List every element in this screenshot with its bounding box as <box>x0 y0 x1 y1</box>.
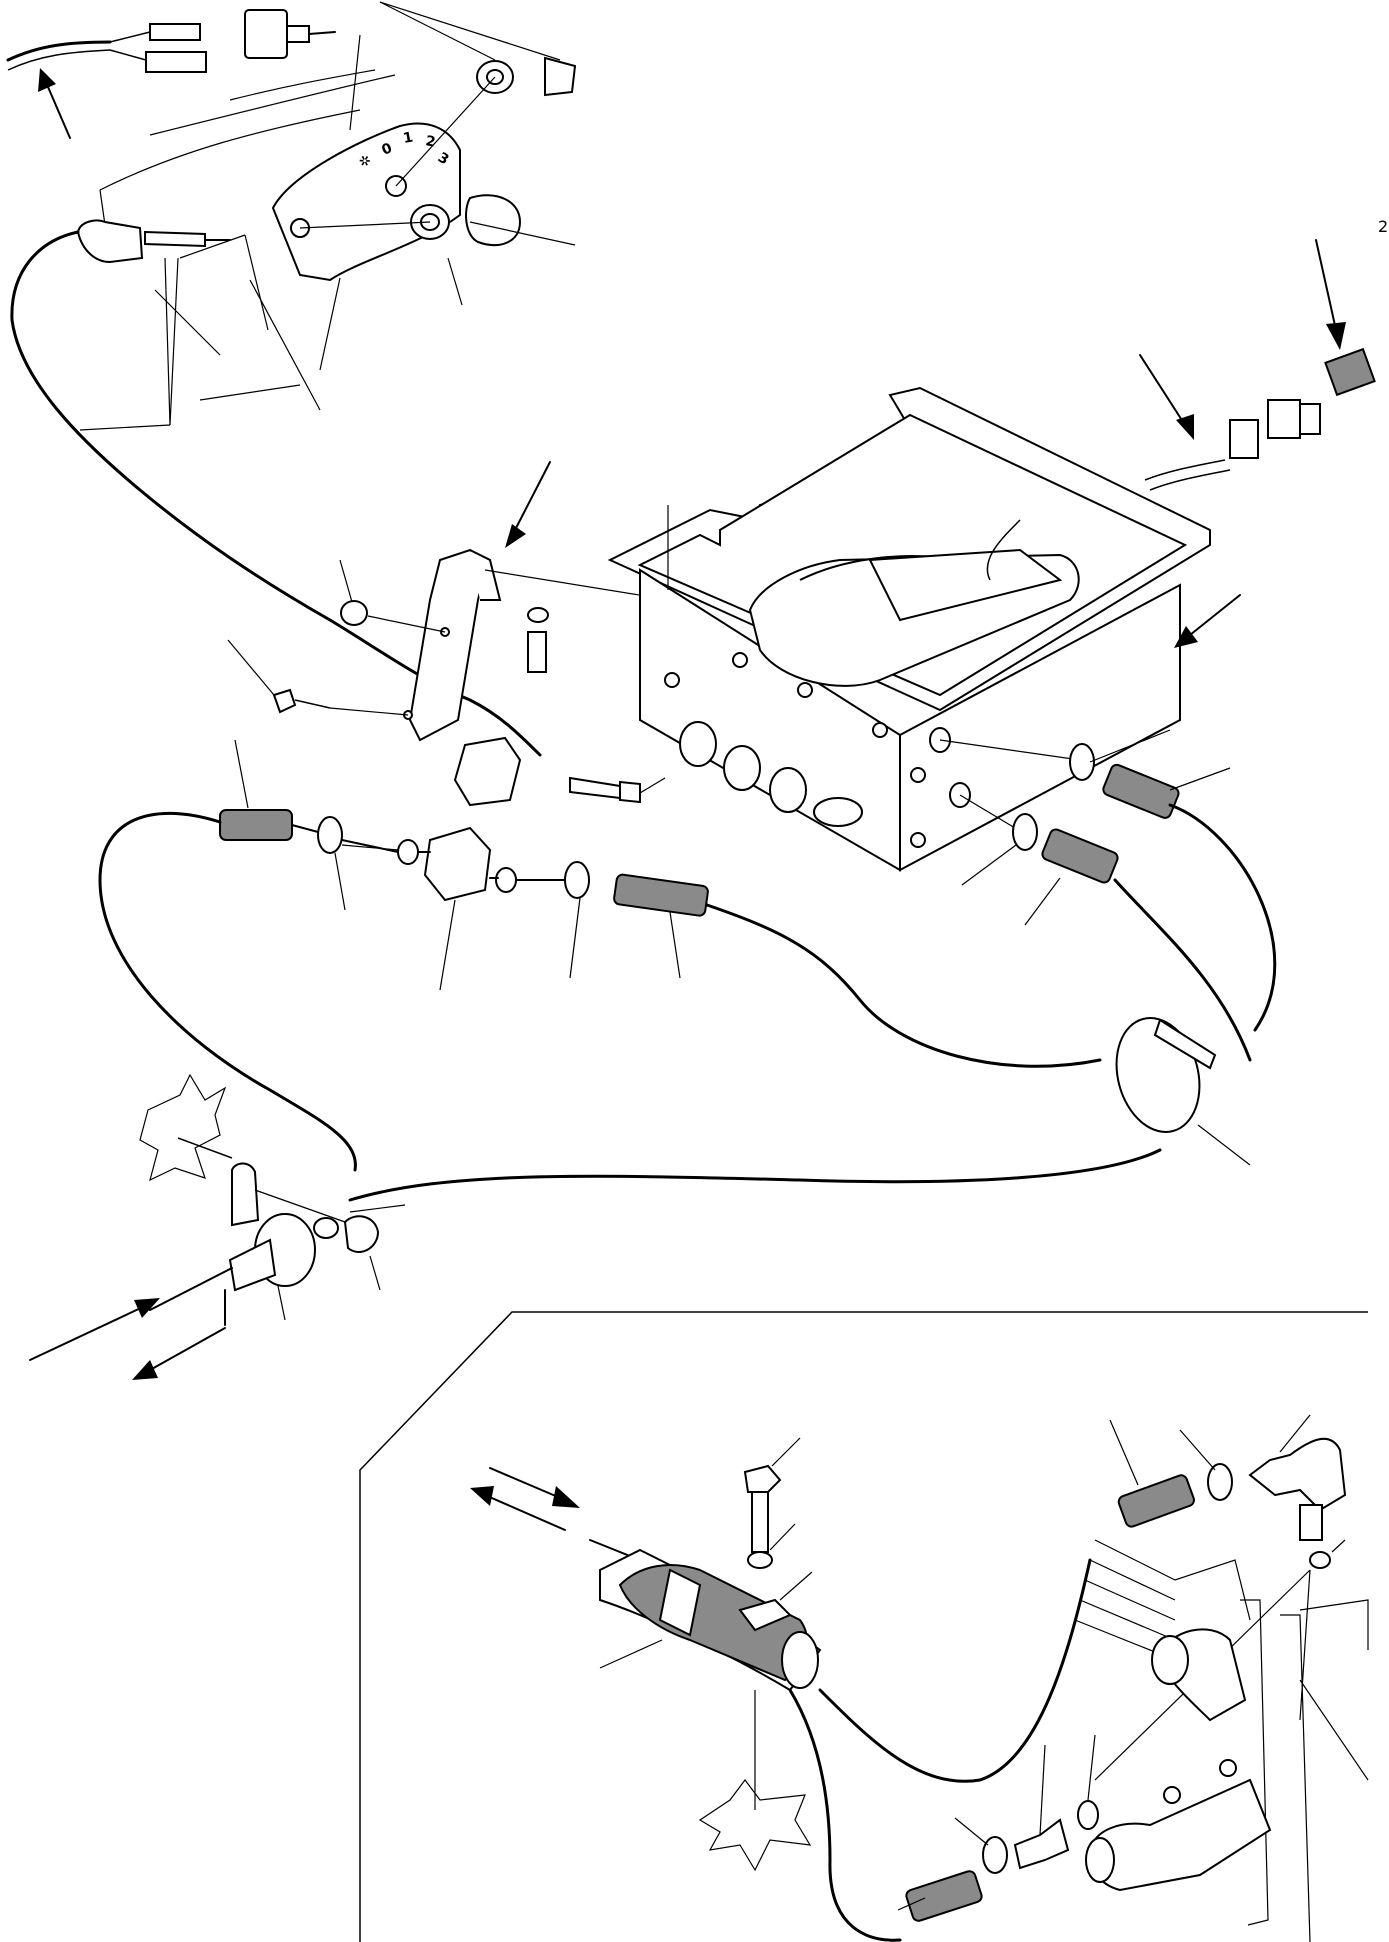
hose-clamp-right-upper <box>1069 743 1095 781</box>
arrow-to-connector-icon <box>1315 239 1346 350</box>
bulkhead-washer <box>313 1217 339 1239</box>
detail-assembly <box>470 1414 1369 1942</box>
hose-sleeve-right-upper <box>1102 763 1180 819</box>
arrow-to-harness-plug-icon <box>1139 354 1194 440</box>
dashboard-switch-group <box>6 1 577 139</box>
bolt-small <box>527 631 547 673</box>
switch-knob <box>544 56 577 97</box>
hose-sleeve-middle <box>613 873 709 917</box>
detail-clamp-lower <box>982 1836 1008 1874</box>
detail-clip <box>658 1568 702 1637</box>
heater-pipe-1 <box>679 721 717 767</box>
fan-knob <box>465 194 522 247</box>
detail-pipe-end <box>781 1631 819 1689</box>
dial-plate <box>271 122 461 282</box>
hose-clamp-right-lower <box>1012 813 1038 851</box>
arrow-to-bracket-icon <box>505 461 551 548</box>
switch-harness <box>6 40 112 62</box>
hose-heater-upper <box>1168 803 1277 1032</box>
heater-unit <box>607 386 1211 872</box>
heater-pipe-2 <box>723 745 761 791</box>
detail-elbow-fitting <box>1248 1437 1347 1512</box>
hose-loop-left <box>98 811 357 1172</box>
connector-block-lower <box>145 51 207 73</box>
detail-clamp-upper <box>1207 1463 1233 1501</box>
detail-bolt-head <box>743 1464 782 1493</box>
detail-sleeve-upper <box>1117 1474 1195 1528</box>
heater-harness <box>1324 347 1376 397</box>
fan-control-plate: ✲ 0 1 2 3 <box>271 76 576 371</box>
detail-floor-patch <box>698 1779 812 1872</box>
hose-sleeve-left <box>219 809 293 841</box>
water-valve-actuator <box>453 736 522 807</box>
hose-bottom-return <box>348 1148 1162 1202</box>
detail-washer <box>747 1551 773 1569</box>
actuator-screw <box>569 776 621 800</box>
heater-electrical <box>1139 239 1376 648</box>
heater-drain-port <box>813 797 863 827</box>
detail-bolt-shank <box>751 1491 769 1553</box>
bulkhead-bracket <box>231 1162 260 1227</box>
heater-plug-b <box>1267 399 1301 439</box>
upper-hose-system <box>98 729 1277 1202</box>
valve-port-left <box>397 839 419 865</box>
cable-lever <box>76 219 144 264</box>
detail-flow-arrow-in-icon <box>489 1467 580 1508</box>
heater-pipe-3 <box>769 767 807 813</box>
detail-flow-arrow-out-icon <box>470 1486 566 1531</box>
connector-block-upper <box>149 23 201 41</box>
detail-insulation-sleeve <box>618 1564 809 1682</box>
detail-hose-upper <box>818 1558 1092 1783</box>
hose-sleeve-right-lower <box>1041 828 1119 884</box>
hose-clamp-middle <box>564 861 590 899</box>
heater-plug-a <box>1229 419 1259 459</box>
washer-small <box>527 607 549 623</box>
hose-valve-to-clamp <box>705 903 1102 1068</box>
control-cable <box>10 219 542 757</box>
valve-port-right <box>495 867 517 893</box>
detail-elbow-washer <box>1309 1551 1331 1569</box>
arrow-to-harness-icon <box>38 68 71 139</box>
page-marker: 2 <box>1378 217 1388 236</box>
hose-heater-lower <box>1113 878 1252 1062</box>
flow-arrow-in-icon <box>29 1298 160 1361</box>
bulkhead-patch <box>139 1073 227 1182</box>
toggle-switch <box>244 9 288 59</box>
dial-mark-1: 1 <box>402 129 414 146</box>
bulkhead-screw <box>177 1137 233 1159</box>
bulkhead-nut <box>343 1215 380 1253</box>
detail-inset-frame <box>359 1311 1368 1942</box>
detail-nipple-oring <box>1077 1800 1099 1830</box>
arrow-to-heater-side-icon <box>1174 594 1241 648</box>
mounting-bracket <box>408 548 487 742</box>
bowden-cable <box>10 230 542 757</box>
bulkhead-mount <box>29 1073 406 1380</box>
detail-hose-lower <box>788 1688 902 1942</box>
bracket-screw <box>272 688 297 714</box>
detail-sleeve-lower <box>905 1870 983 1922</box>
bracket-nut <box>340 600 368 626</box>
dial-mark-2: 2 <box>424 133 436 150</box>
valve-bracket-assembly <box>227 461 671 991</box>
hose-clamp-left <box>317 816 343 854</box>
flow-arrow-out-icon <box>132 1327 226 1380</box>
water-valve-body <box>423 826 492 902</box>
detail-radiator <box>1074 1539 1369 1942</box>
detail-nipple-fitting <box>1013 1818 1070 1870</box>
